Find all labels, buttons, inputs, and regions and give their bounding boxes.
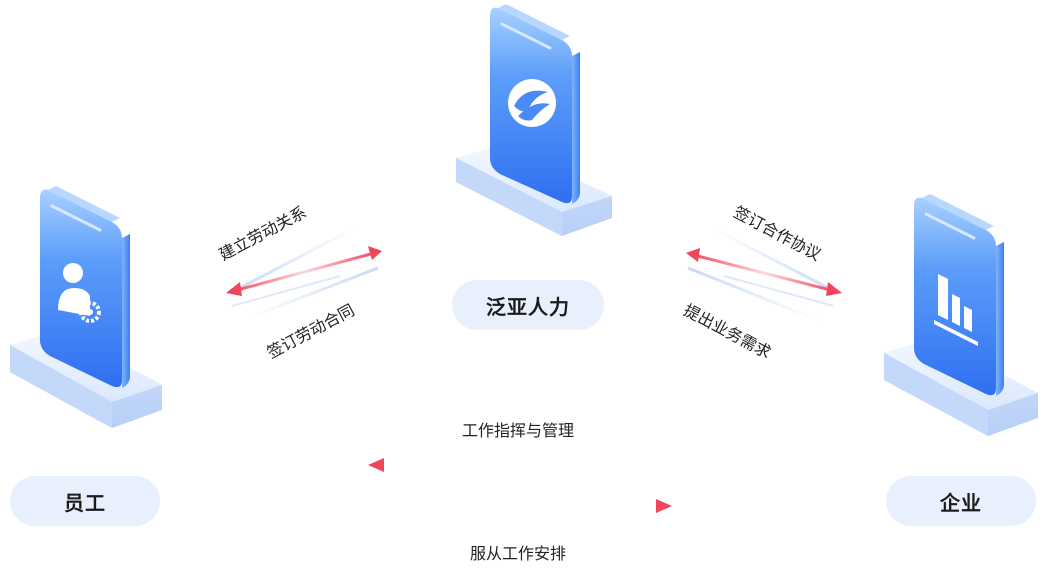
enterprise-device — [884, 194, 1038, 436]
node-platform: 泛亚人力 — [452, 280, 604, 330]
employee-enterprise-arrows — [368, 458, 672, 519]
node-employee: 员工 — [10, 476, 160, 526]
employee-device — [10, 186, 162, 428]
label-obey-arrangement: 服从工作安排 — [470, 546, 567, 563]
brand-leaf-icon — [508, 79, 556, 127]
platform-enterprise-arrows — [686, 226, 842, 322]
employee-platform-arrows — [226, 226, 382, 320]
platform-device — [456, 4, 612, 236]
user-gear-icon — [58, 263, 101, 323]
node-enterprise: 企业 — [886, 476, 1036, 526]
building-chart-icon — [934, 274, 978, 346]
label-work-command: 工作指挥与管理 — [462, 423, 575, 440]
